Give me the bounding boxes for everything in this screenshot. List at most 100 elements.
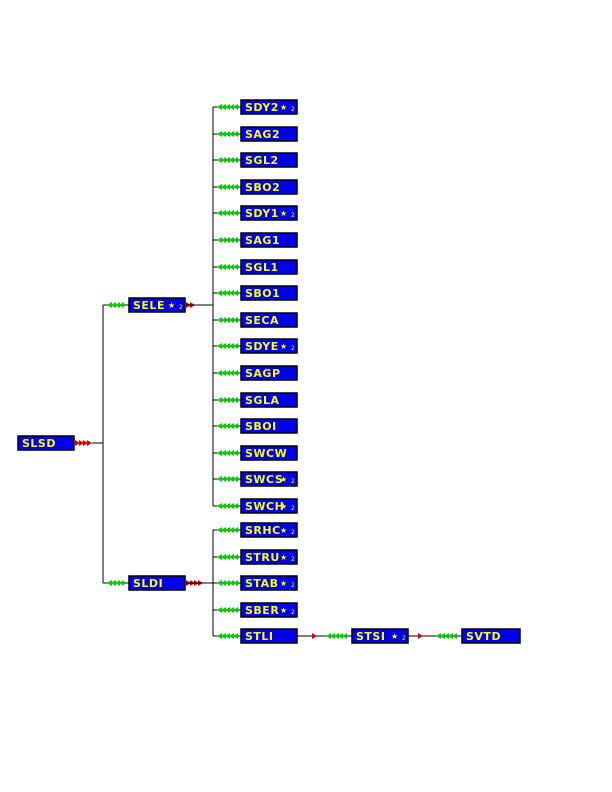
star-icon: ★ (280, 342, 287, 351)
node-swch-label: SWCH (245, 500, 284, 513)
node-sdye[interactable]: SDYE★2 (240, 338, 298, 354)
arrows-svtd-in (436, 633, 457, 639)
star-icon: ★ (280, 103, 287, 112)
node-sagp[interactable]: SAGP (240, 365, 298, 381)
arrows-sdy1-in (217, 210, 238, 216)
node-swcs[interactable]: SWCS★2 (240, 471, 298, 487)
node-sgla-box (240, 392, 298, 408)
node-sdye-box (240, 338, 298, 354)
node-stab[interactable]: STAB★2 (240, 575, 298, 591)
node-stsi[interactable]: STSI★2 (351, 628, 409, 644)
node-sboi-label: SBOI (245, 420, 277, 433)
node-sele[interactable]: SELE★ 2 (128, 297, 186, 313)
node-sdy2-box (240, 99, 298, 115)
node-swch-box (240, 498, 298, 514)
arrows-srhc-in (217, 527, 238, 533)
arrows-sag2-in (217, 131, 238, 137)
arrows-sboi-in (217, 423, 238, 429)
node-stru-box (240, 549, 298, 565)
arrows-stsi-in (326, 633, 347, 639)
node-swcw[interactable]: SWCW (240, 445, 298, 461)
node-sboi-box (240, 418, 298, 434)
arrows-sdye-in (217, 343, 238, 349)
node-sldi-box (128, 575, 186, 591)
node-stli-label: STLI (245, 630, 274, 643)
node-sdye-subscript: 2 (291, 345, 295, 352)
node-slsd[interactable]: SLSD (17, 435, 75, 451)
arrows-stsi-out (418, 633, 423, 639)
node-stru-label: STRU (245, 551, 280, 564)
node-sgla-label: SGLA (245, 394, 279, 407)
node-sber-label: SBER (245, 604, 279, 617)
node-sag1-label: SAG1 (245, 234, 280, 247)
node-sdy2-label: SDY2 (245, 101, 279, 114)
node-srhc[interactable]: SRHC★2 (240, 522, 298, 538)
node-srhc-box (240, 522, 298, 538)
node-sgl2[interactable]: SGL2 (240, 152, 298, 168)
node-svtd-box (461, 628, 521, 644)
node-stab-label: STAB (245, 577, 278, 590)
star-icon: ★ (280, 526, 287, 535)
node-sgl1-box (240, 259, 298, 275)
node-swch[interactable]: SWCH★2 (240, 498, 298, 514)
node-sber[interactable]: SBER★2 (240, 602, 298, 618)
node-sdy2[interactable]: SDY2★2 (240, 99, 298, 115)
node-sbo1[interactable]: SBO1 (240, 285, 298, 301)
node-stru-subscript: 2 (291, 556, 295, 563)
arrows-slsd-out (75, 440, 92, 446)
arrows-stru-in (217, 554, 238, 560)
star-icon: ★ (280, 579, 287, 588)
node-sag2-label: SAG2 (245, 128, 280, 141)
node-slsd-label: SLSD (22, 437, 56, 450)
node-sag1[interactable]: SAG1 (240, 232, 298, 248)
node-stsi-label: STSI (356, 630, 385, 643)
node-sboi[interactable]: SBOI (240, 418, 298, 434)
node-swch-subscript: 2 (291, 505, 295, 512)
node-stab-box (240, 575, 298, 591)
node-sdy1-box (240, 205, 298, 221)
node-sagp-box (240, 365, 298, 381)
arrows-sagp-in (217, 370, 238, 376)
node-svtd-label: SVTD (466, 630, 501, 643)
arrows-stab-in (217, 580, 238, 586)
node-sag2[interactable]: SAG2 (240, 126, 298, 142)
node-seca-label: SECA (245, 314, 279, 327)
node-sele-subscript: 2 (179, 304, 183, 311)
node-sldi[interactable]: SLDI (128, 575, 186, 591)
node-seca[interactable]: SECA (240, 312, 298, 328)
node-sbo2-box (240, 179, 298, 195)
node-sdy1[interactable]: SDY1★2 (240, 205, 298, 221)
node-swcs-label: SWCS (245, 473, 283, 486)
arrows-sag1-in (217, 237, 238, 243)
arrows-stli-in (217, 633, 238, 639)
node-sgl1[interactable]: SGL1 (240, 259, 298, 275)
node-stli[interactable]: STLI (240, 628, 298, 644)
node-sgl2-label: SGL2 (245, 154, 279, 167)
node-sbo1-box (240, 285, 298, 301)
node-stru[interactable]: STRU★2 (240, 549, 298, 565)
node-sber-subscript: 2 (291, 609, 295, 616)
node-sdy1-subscript: 2 (291, 212, 295, 219)
node-sagp-label: SAGP (245, 367, 281, 380)
node-sag1-box (240, 232, 298, 248)
arrows-sbo2-in (217, 184, 238, 190)
arrows-seca-in (217, 317, 238, 323)
node-sgl2-box (240, 152, 298, 168)
node-sag2-box (240, 126, 298, 142)
node-sgla[interactable]: SGLA (240, 392, 298, 408)
arrows-sgl2-in (217, 157, 238, 163)
arrows-sele-in (107, 302, 124, 308)
star-icon: ★ (280, 209, 287, 218)
node-sldi-label: SLDI (133, 577, 163, 590)
star-icon: ★ (168, 301, 175, 310)
node-sele-label: SELE (133, 299, 165, 312)
star-icon: ★ (391, 632, 398, 641)
star-icon: ★ (280, 475, 287, 484)
node-sbo2[interactable]: SBO2 (240, 179, 298, 195)
node-sele-box (128, 297, 186, 313)
arrows-sdy2-in (217, 104, 238, 110)
node-swcs-box (240, 471, 298, 487)
arrows-sgl1-in (217, 264, 238, 270)
node-svtd[interactable]: SVTD (461, 628, 521, 644)
